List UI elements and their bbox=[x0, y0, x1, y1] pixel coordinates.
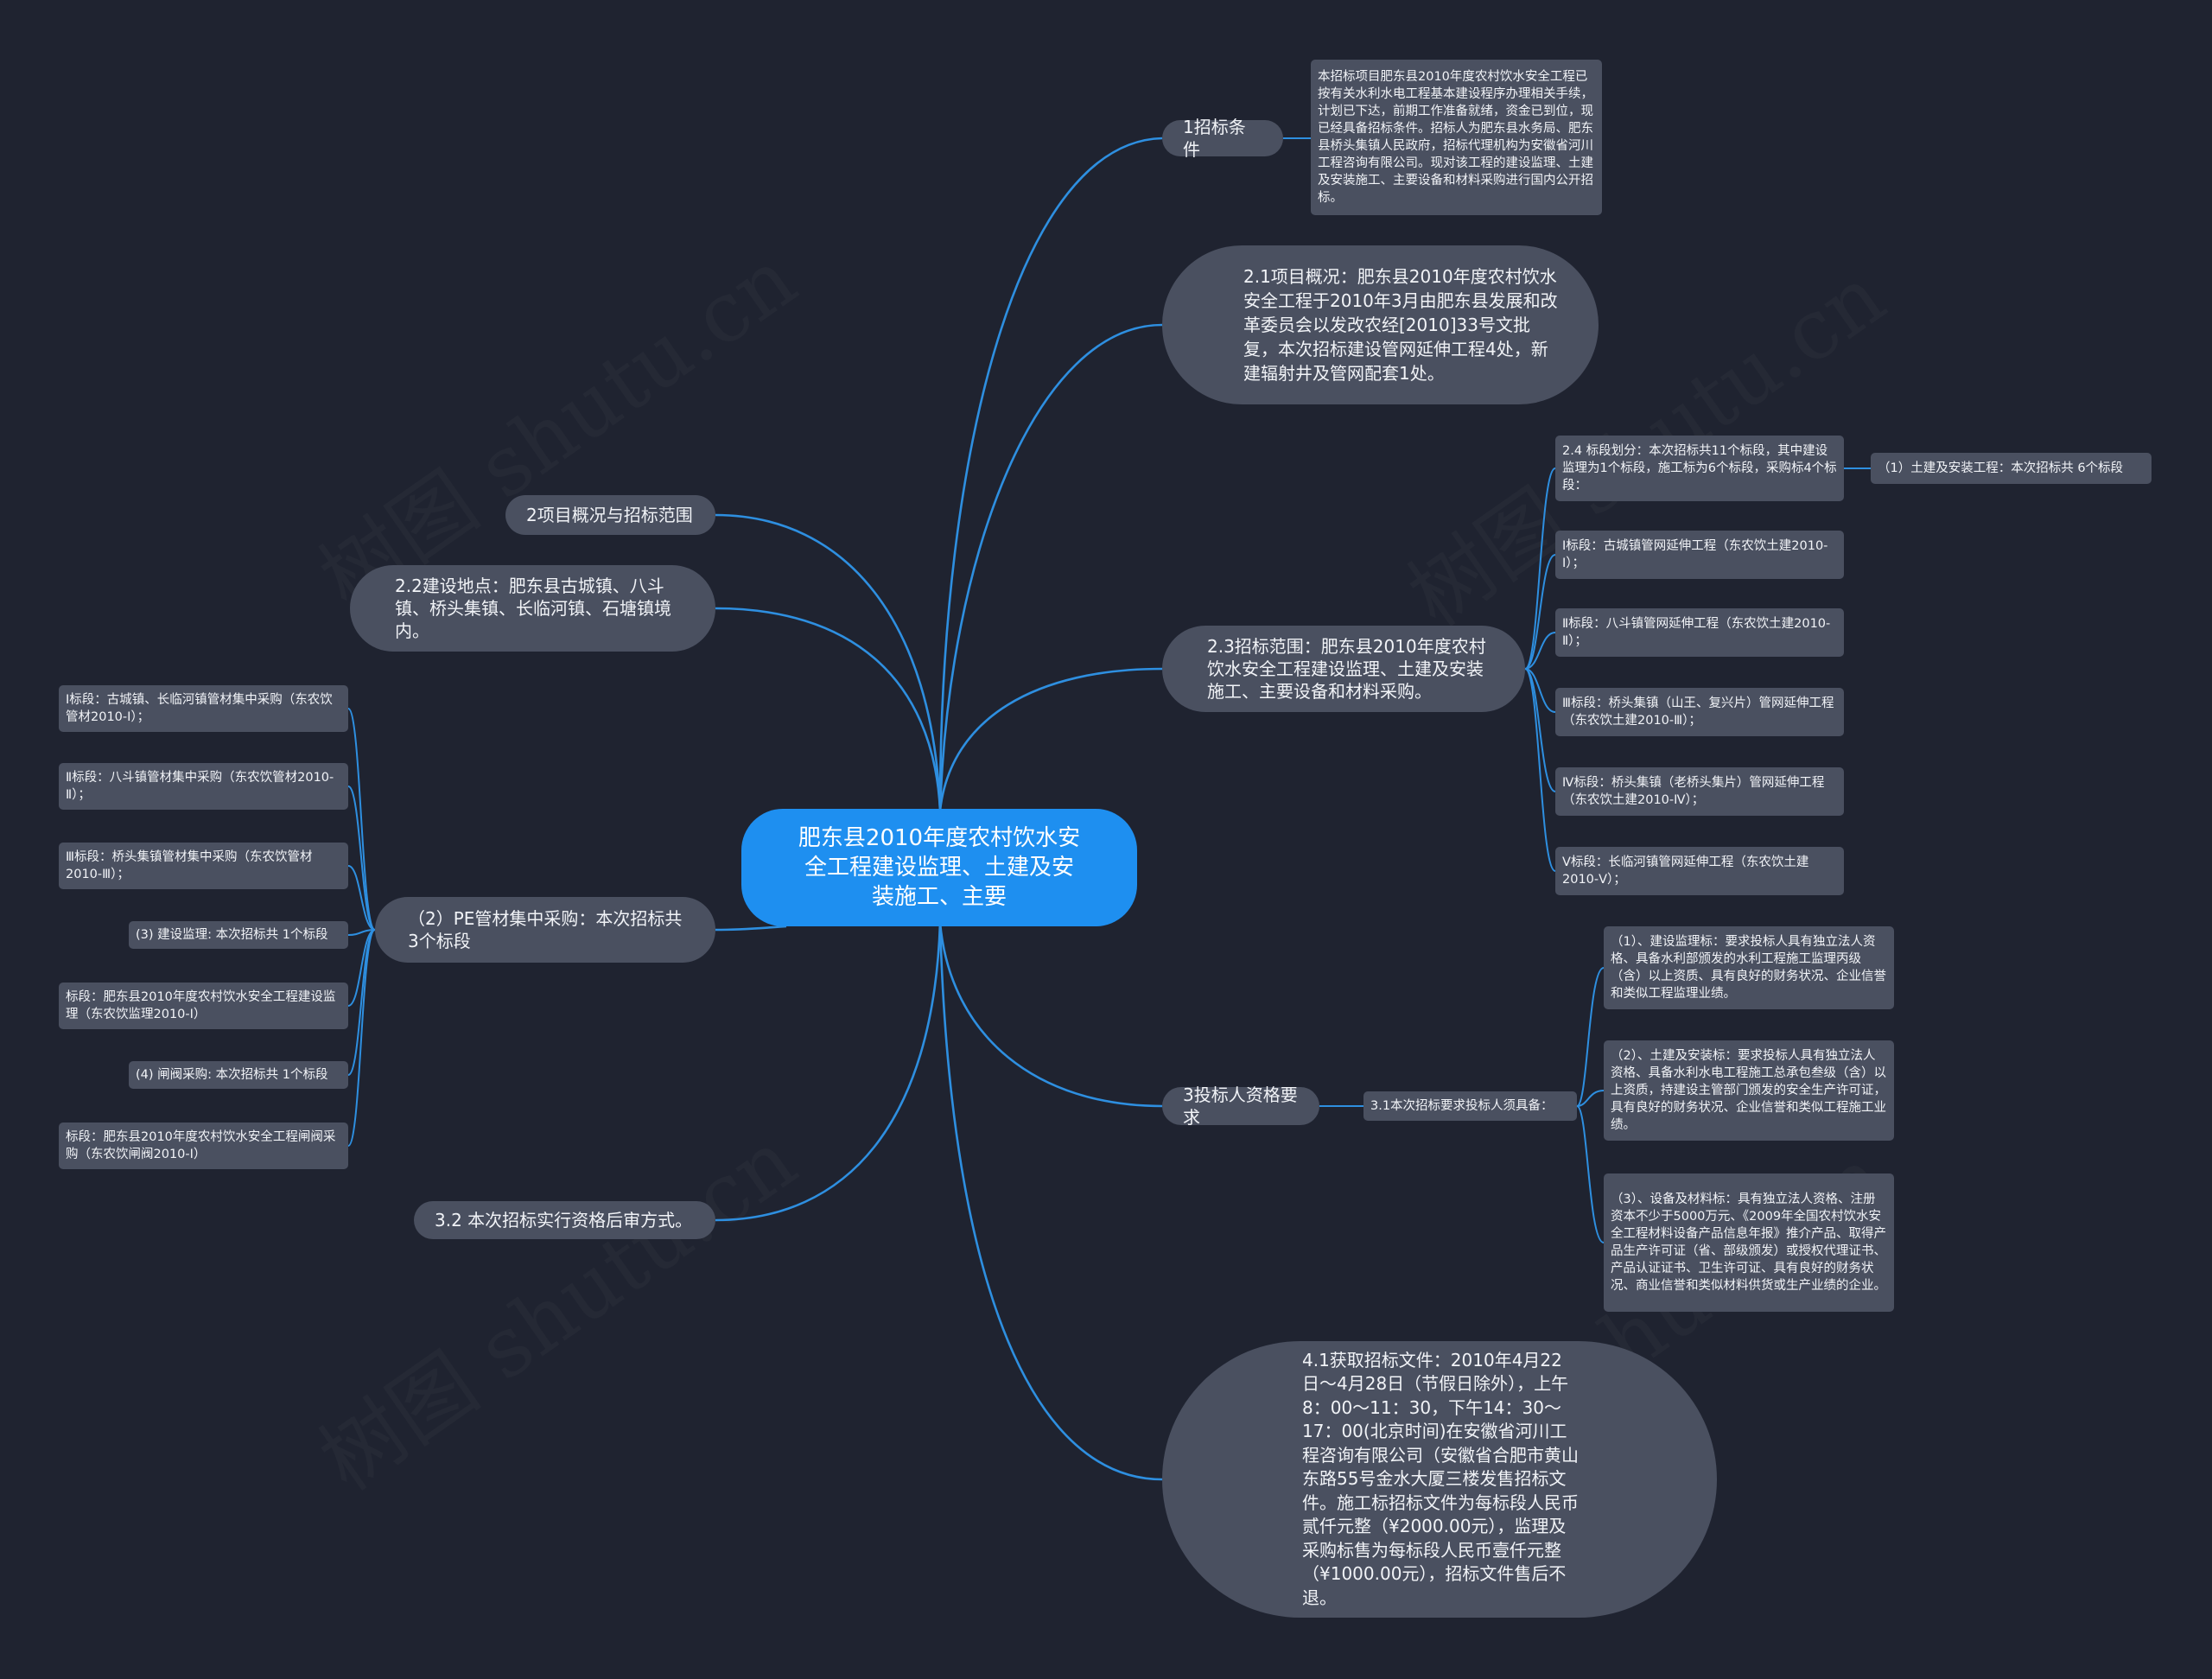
link-root-b41 bbox=[938, 922, 1163, 1481]
topic-label: 2.2建设地点：肥东县古城镇、八斗镇、桥头集镇、长临河镇、石塘镇境内。 bbox=[395, 576, 671, 641]
link-root-b21 bbox=[938, 323, 1163, 811]
link-pe-c2 bbox=[347, 785, 376, 931]
qualification-item[interactable]: （3）、设备及材料标：具有独立法人资格、注册资本不少于5000万元、《2009年… bbox=[1604, 1173, 1894, 1312]
topic-label: (4) 闸阀采购: 本次招标共 1个标段 bbox=[136, 1068, 328, 1082]
topic-label: Ⅰ标段：古城镇管网延伸工程（东农饮土建2010-Ⅰ）； bbox=[1562, 539, 1828, 570]
link-pe-c5 bbox=[347, 929, 376, 1007]
topic-label: Ⅰ标段：古城镇、长临河镇管材集中采购（东农饮管材2010-Ⅰ）； bbox=[66, 693, 333, 724]
pe-lot-item[interactable]: (4) 闸阀采购: 本次招标共 1个标段 bbox=[129, 1061, 348, 1089]
topic-lot-division[interactable]: 2.4 标段划分：本次招标共11个标段，其中建设监理为1个标段，施工标为6个标段… bbox=[1555, 436, 1844, 501]
pe-lot-item[interactable]: Ⅲ标段：桥头集镇管材集中采购（东农饮管材2010-Ⅲ）； bbox=[59, 843, 348, 889]
link-b23-lot4 bbox=[1524, 668, 1556, 792]
link-b23-lot3 bbox=[1524, 668, 1556, 713]
topic-label: Ⅳ标段：桥头集镇（老桥头集片）管网延伸工程（东农饮土建2010-Ⅳ）； bbox=[1562, 776, 1825, 807]
link-b31-q2 bbox=[1576, 1090, 1605, 1107]
link-pe-c3 bbox=[347, 865, 376, 931]
construction-lot-item[interactable]: Ⅴ标段：长临河镇管网延伸工程（东农饮土建2010-Ⅴ）； bbox=[1555, 847, 1844, 895]
link-root-b22 bbox=[715, 607, 942, 811]
topic-label: 1招标条件 bbox=[1183, 117, 1246, 160]
link-root-b1 bbox=[938, 137, 1163, 811]
construction-lot-item[interactable]: Ⅰ标段：古城镇管网延伸工程（东农饮土建2010-Ⅰ）； bbox=[1555, 531, 1844, 579]
qualification-item[interactable]: （1）、建设监理标：要求投标人具有独立法人资格、具备水利部颁发的水利工程施工监理… bbox=[1604, 926, 1894, 1009]
link-root-b2 bbox=[715, 513, 942, 811]
link-b31-q1 bbox=[1576, 967, 1605, 1107]
topic-label: 2.4 标段划分：本次招标共11个标段，其中建设监理为1个标段，施工标为6个标段… bbox=[1562, 444, 1837, 493]
topic-label: 4.1获取招标文件：2010年4月22日～4月28日（节假日除外），上午8：00… bbox=[1302, 1349, 1579, 1608]
topic-bidding-scope[interactable]: 2.3招标范围：肥东县2010年度农村饮水安全工程建设监理、土建及安装施工、主要… bbox=[1162, 626, 1525, 712]
topic-label: 2.1项目概况：肥东县2010年度农村饮水安全工程于2010年3月由肥东县发展和… bbox=[1243, 266, 1558, 384]
pe-lot-item[interactable]: (3) 建设监理: 本次招标共 1个标段 bbox=[129, 921, 348, 949]
topic-label: （1）、建设监理标：要求投标人具有独立法人资格、具备水利部颁发的水利工程施工监理… bbox=[1611, 935, 1886, 1001]
link-b23-lot1 bbox=[1524, 554, 1556, 670]
topic-label: Ⅲ标段：桥头集镇（山王、复兴片）管网延伸工程（东农饮土建2010-Ⅲ）； bbox=[1562, 696, 1834, 728]
pe-lot-item[interactable]: 标段：肥东县2010年度农村饮水安全工程建设监理（东农饮监理2010-Ⅰ） bbox=[59, 983, 348, 1029]
link-pe-c1 bbox=[347, 708, 376, 931]
topic-label: 标段：肥东县2010年度农村饮水安全工程建设监理（东农饮监理2010-Ⅰ） bbox=[66, 990, 336, 1021]
pe-lot-item[interactable]: 标段：肥东县2010年度农村饮水安全工程闸阀采购（东农饮闸阀2010-Ⅰ） bbox=[59, 1123, 348, 1169]
pe-lot-item[interactable]: Ⅰ标段：古城镇、长临河镇管材集中采购（东农饮管材2010-Ⅰ）； bbox=[59, 685, 348, 732]
topic-label: 3.1本次招标要求投标人须具备： bbox=[1370, 1099, 1554, 1113]
topic-bidding-conditions[interactable]: 1招标条件 bbox=[1162, 117, 1283, 160]
link-b23-b24 bbox=[1524, 467, 1556, 670]
link-b23-lot5 bbox=[1524, 668, 1556, 872]
topic-label: Ⅱ标段：八斗镇管材集中采购（东农饮管材2010-Ⅱ）； bbox=[66, 771, 334, 802]
link-root-bpe bbox=[715, 925, 787, 932]
topic-label: 3投标人资格要求 bbox=[1183, 1084, 1298, 1128]
link-root-b23 bbox=[938, 667, 1163, 811]
topic-project-overview[interactable]: 2.1项目概况：肥东县2010年度农村饮水安全工程于2010年3月由肥东县发展和… bbox=[1162, 245, 1599, 404]
topic-label: 2.3招标范围：肥东县2010年度农村饮水安全工程建设监理、土建及安装施工、主要… bbox=[1207, 636, 1486, 702]
topic-obtain-documents[interactable]: 4.1获取招标文件：2010年4月22日～4月28日（节假日除外），上午8：00… bbox=[1162, 1341, 1717, 1618]
topic-label: 2项目概况与招标范围 bbox=[526, 505, 693, 525]
pe-lot-item[interactable]: Ⅱ标段：八斗镇管材集中采购（东农饮管材2010-Ⅱ）； bbox=[59, 763, 348, 810]
topic-bidder-requirements[interactable]: 3.1本次招标要求投标人须具备： bbox=[1363, 1091, 1577, 1121]
construction-lot-item[interactable]: Ⅲ标段：桥头集镇（山王、复兴片）管网延伸工程（东农饮土建2010-Ⅲ）； bbox=[1555, 688, 1844, 736]
topic-construction-site[interactable]: 2.2建设地点：肥东县古城镇、八斗镇、桥头集镇、长临河镇、石塘镇境内。 bbox=[350, 565, 715, 652]
topic-label: 本招标项目肥东县2010年度农村饮水安全工程已按有关水利水电工程基本建设程序办理… bbox=[1318, 70, 1593, 205]
topic-bidder-qualifications[interactable]: 3投标人资格要求 bbox=[1162, 1084, 1319, 1128]
topic-label: Ⅴ标段：长临河镇管网延伸工程（东农饮土建2010-Ⅴ）； bbox=[1562, 855, 1809, 887]
link-pe-c4 bbox=[347, 929, 376, 936]
topic-label: Ⅱ标段：八斗镇管网延伸工程（东农饮土建2010-Ⅱ）； bbox=[1562, 617, 1831, 648]
topic-label: （2）、土建及安装标：要求投标人具有独立法人资格、具备水利水电工程施工总承包叁级… bbox=[1611, 1049, 1886, 1132]
topic-construction-lots-count[interactable]: （1）土建及安装工程：本次招标共 6个标段 bbox=[1871, 453, 2152, 484]
link-root-b3 bbox=[938, 922, 1163, 1108]
root-topic[interactable]: 肥东县2010年度农村饮水安全工程建设监理、土建及安装施工、主要 bbox=[741, 809, 1137, 926]
qualification-item[interactable]: （2）、土建及安装标：要求投标人具有独立法人资格、具备水利水电工程施工总承包叁级… bbox=[1604, 1040, 1894, 1141]
topic-bidding-conditions-detail[interactable]: 本招标项目肥东县2010年度农村饮水安全工程已按有关水利水电工程基本建设程序办理… bbox=[1311, 60, 1602, 215]
topic-label: （1）土建及安装工程：本次招标共 6个标段 bbox=[1878, 461, 2124, 475]
topic-label: Ⅲ标段：桥头集镇管材集中采购（东农饮管材2010-Ⅲ）； bbox=[66, 850, 313, 881]
root-topic-label: 肥东县2010年度农村饮水安全工程建设监理、土建及安装施工、主要 bbox=[798, 825, 1081, 910]
construction-lot-item[interactable]: Ⅱ标段：八斗镇管网延伸工程（东农饮土建2010-Ⅱ）； bbox=[1555, 608, 1844, 657]
link-b31-q3 bbox=[1576, 1105, 1605, 1243]
topic-pe-pipe-procurement[interactable]: （2）PE管材集中采购：本次招标共 3个标段 bbox=[375, 897, 715, 963]
topic-label: 标段：肥东县2010年度农村饮水安全工程闸阀采购（东农饮闸阀2010-Ⅰ） bbox=[66, 1130, 336, 1161]
topic-project-and-scope[interactable]: 2项目概况与招标范围 bbox=[505, 495, 715, 535]
topic-post-qualification[interactable]: 3.2 本次招标实行资格后审方式。 bbox=[414, 1201, 715, 1239]
link-pe-c7 bbox=[347, 929, 376, 1147]
link-root-b32 bbox=[715, 922, 942, 1222]
construction-lot-item[interactable]: Ⅳ标段：桥头集镇（老桥头集片）管网延伸工程（东农饮土建2010-Ⅳ）； bbox=[1555, 767, 1844, 816]
topic-label: (3) 建设监理: 本次招标共 1个标段 bbox=[136, 928, 328, 942]
link-b23-lot2 bbox=[1524, 632, 1556, 670]
topic-label: 3.2 本次招标实行资格后审方式。 bbox=[435, 1210, 693, 1231]
topic-label: （2）PE管材集中采购：本次招标共 3个标段 bbox=[408, 908, 683, 951]
topic-label: （3）、设备及材料标：具有独立法人资格、注册资本不少于5000万元、《2009年… bbox=[1611, 1192, 1886, 1293]
